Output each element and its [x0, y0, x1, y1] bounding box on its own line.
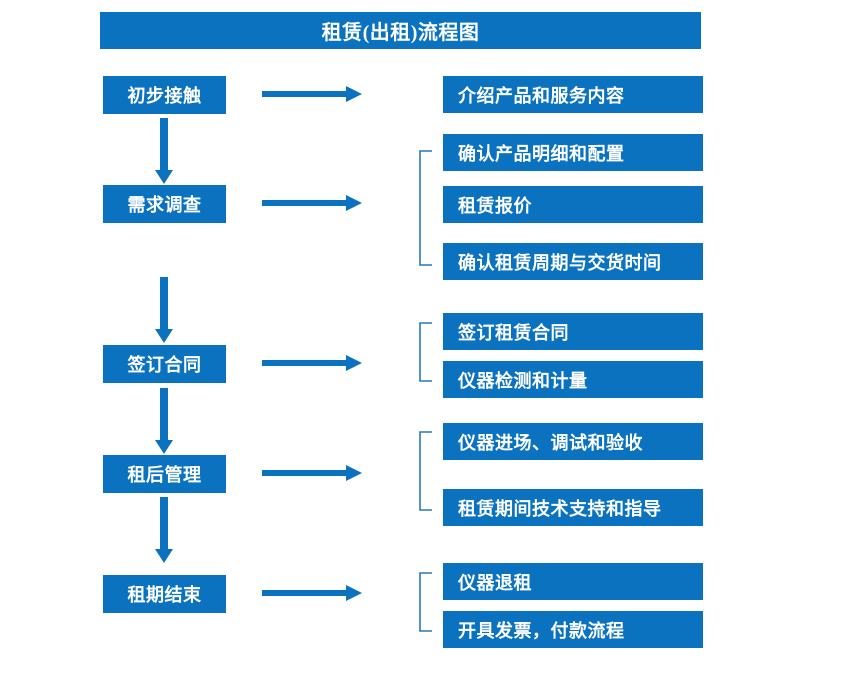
right-arrow-icon — [262, 354, 362, 372]
detail-box-technical-support[interactable]: 租赁期间技术支持和指导 — [443, 489, 703, 526]
detail-box-confirm-spec[interactable]: 确认产品明细和配置 — [443, 134, 703, 171]
down-arrow-icon — [155, 118, 173, 184]
right-arrow-icon — [262, 584, 362, 602]
right-arrow-icon — [262, 194, 362, 212]
stage-box-initial-contact[interactable]: 初步接触 — [103, 76, 226, 114]
detail-box-period-delivery[interactable]: 确认租赁周期与交货时间 — [443, 243, 703, 280]
brace-bracket-icon — [418, 322, 432, 382]
detail-box-rental-quote[interactable]: 租赁报价 — [443, 186, 703, 223]
brace-bracket-icon — [418, 150, 432, 266]
detail-box-instrument-installation[interactable]: 仪器进场、调试和验收 — [443, 423, 703, 460]
detail-box-invoice-payment[interactable]: 开具发票，付款流程 — [443, 611, 703, 648]
brace-bracket-icon — [418, 572, 432, 632]
stage-box-post-rental-management[interactable]: 租后管理 — [103, 455, 226, 493]
down-arrow-icon — [155, 388, 173, 454]
right-arrow-icon — [262, 464, 362, 482]
stage-box-lease-end[interactable]: 租期结束 — [103, 575, 226, 613]
detail-box-sign-lease[interactable]: 签订租赁合同 — [443, 313, 703, 350]
down-arrow-icon — [155, 497, 173, 563]
stage-box-sign-contract[interactable]: 签订合同 — [103, 345, 226, 383]
detail-box-intro-products[interactable]: 介绍产品和服务内容 — [443, 76, 703, 113]
brace-bracket-icon — [418, 431, 432, 511]
right-arrow-icon — [262, 85, 362, 103]
detail-box-instrument-return[interactable]: 仪器退租 — [443, 563, 703, 600]
detail-box-instrument-calibration[interactable]: 仪器检测和计量 — [443, 361, 703, 398]
flowchart-title-bar: 租赁(出租)流程图 — [100, 12, 701, 49]
stage-box-needs-survey[interactable]: 需求调查 — [103, 185, 226, 223]
down-arrow-icon — [155, 277, 173, 343]
